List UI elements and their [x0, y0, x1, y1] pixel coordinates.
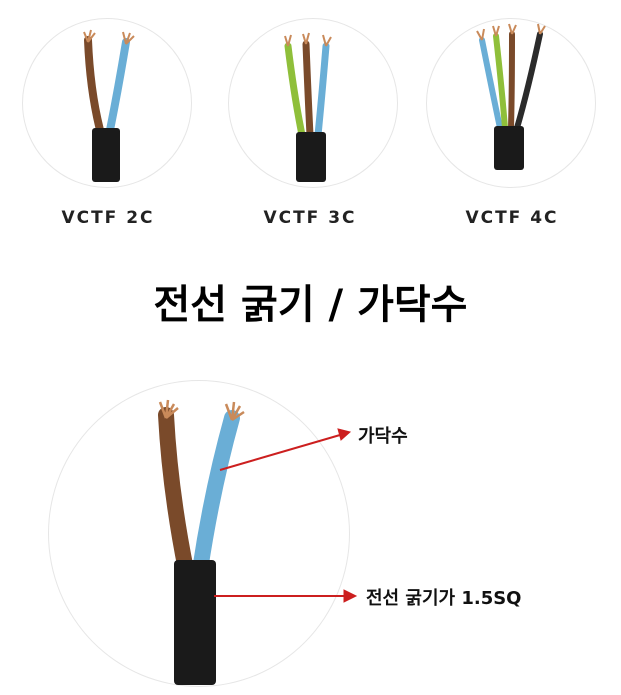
page-title: 전선 굵기 / 가닥수: [153, 282, 468, 328]
arrow-to-strands: [219, 428, 352, 471]
annotation-thickness: 전선 굵기가 1.5SQ: [366, 588, 522, 609]
annotation-strands: 가닥수: [358, 426, 408, 447]
cable-4c-image: [476, 23, 546, 170]
cable-2c-image: [83, 29, 135, 182]
cable-3c-image: [284, 32, 332, 182]
cable-label-2c: VCTF 2C: [61, 208, 155, 228]
cable-large-image: [158, 399, 245, 685]
cable-label-4c: VCTF 4C: [465, 208, 559, 228]
cable-label-3c: VCTF 3C: [263, 208, 357, 228]
arrow-to-thickness: [214, 589, 358, 603]
